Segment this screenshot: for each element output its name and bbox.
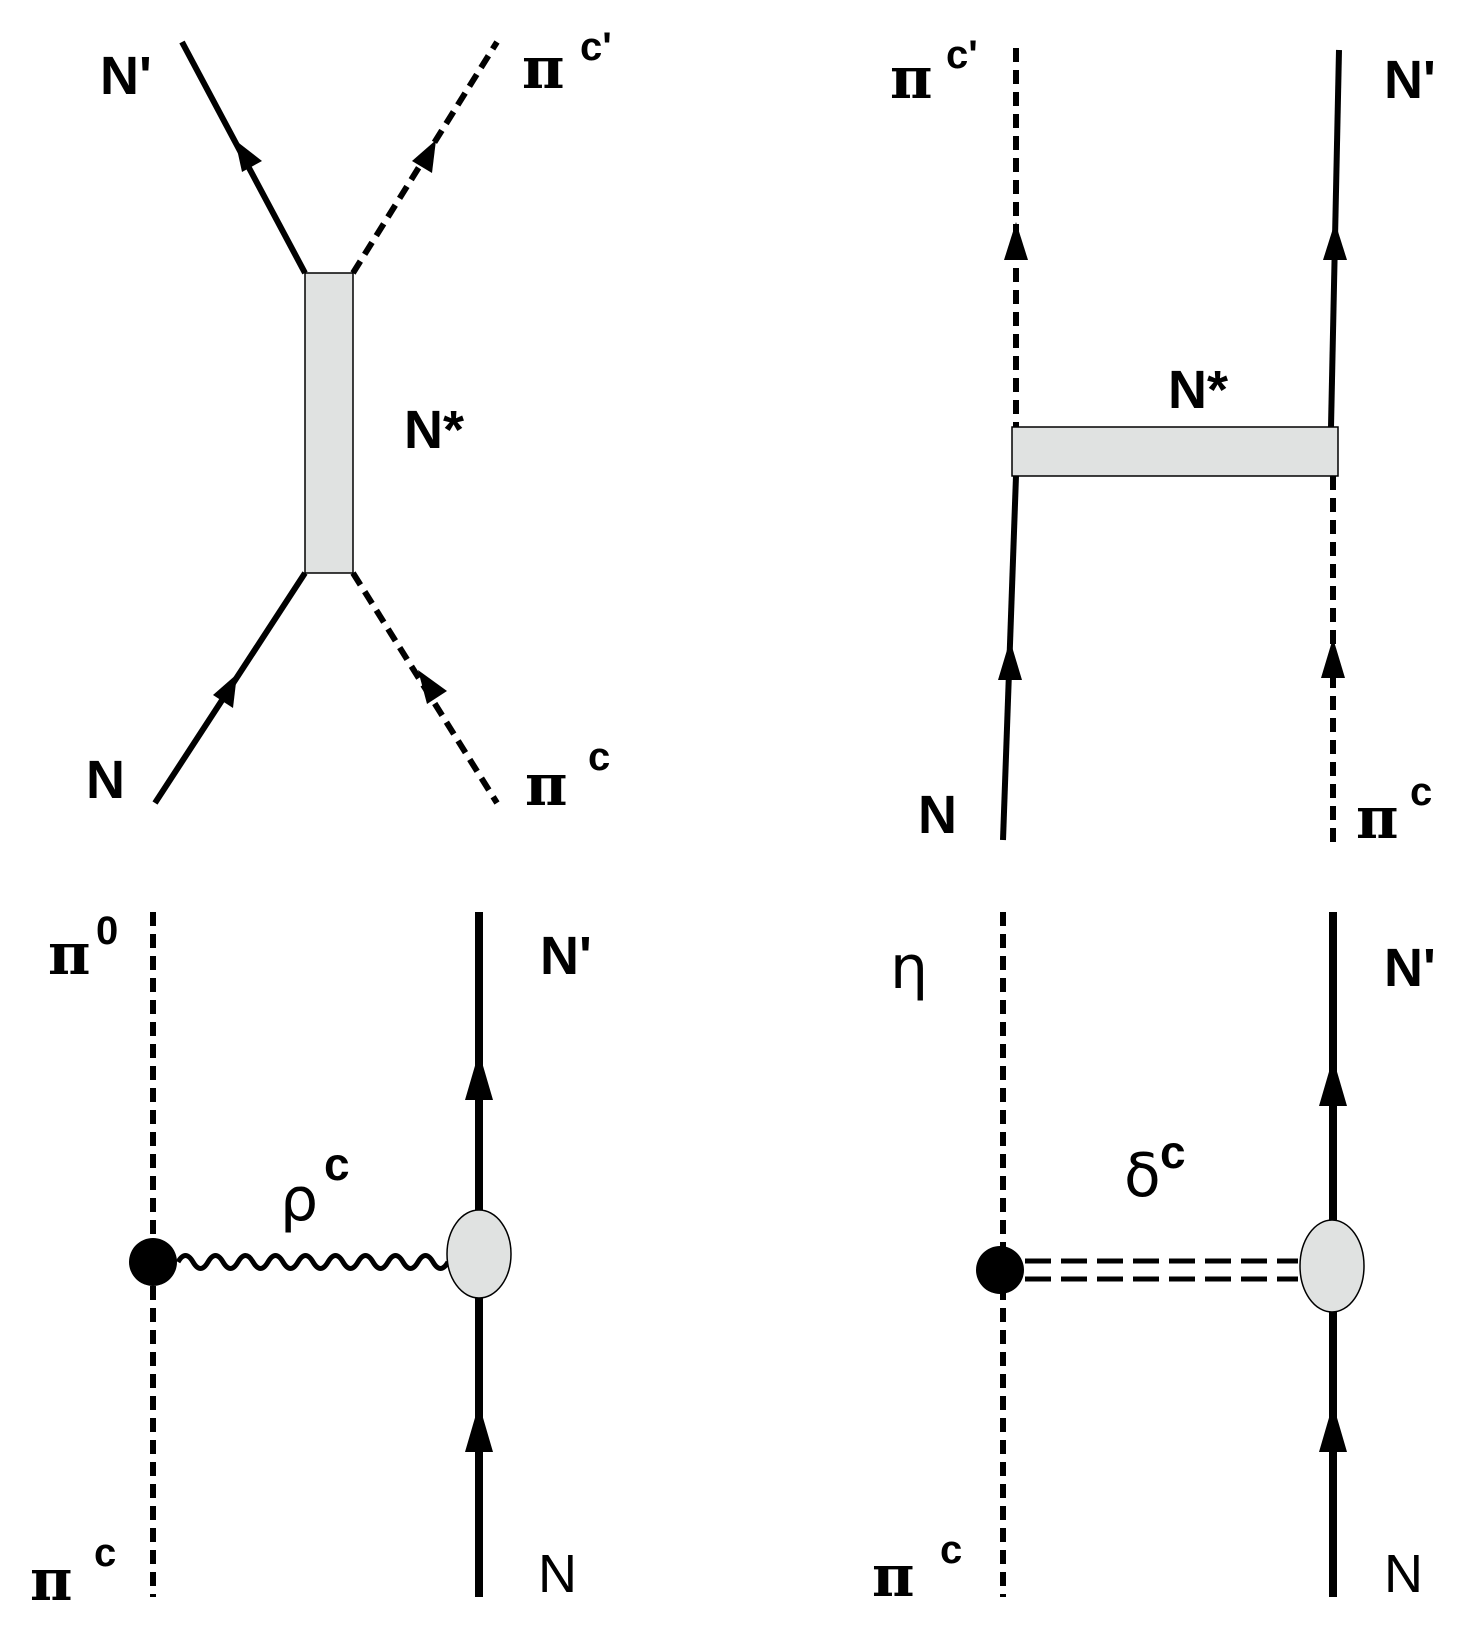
label-exchange-sup: c xyxy=(324,1138,350,1190)
label-meson-out-sup: 0 xyxy=(96,909,118,953)
nucleon-out-arrow xyxy=(465,1052,493,1100)
label-pion-in-sup: c xyxy=(94,1531,116,1575)
label-pion-in: π xyxy=(30,1546,72,1614)
label-resonance: N* xyxy=(1168,360,1228,420)
label-pion-out-sup: c' xyxy=(580,25,612,69)
nucleon-in-arrow xyxy=(465,1404,493,1452)
label-nucleon-in: N xyxy=(1384,1544,1423,1604)
label-pion-out: π xyxy=(890,44,932,112)
label-pion-out-sup: c' xyxy=(946,33,978,77)
diagram-top-left: N' π c' N* N π c xyxy=(86,25,612,819)
label-pion-in-sup: c xyxy=(940,1528,962,1572)
diagram-top-right: π c' N' N* N π c xyxy=(890,33,1436,852)
vertex-dot xyxy=(129,1238,177,1286)
rho-exchange-wavy-line xyxy=(175,1253,451,1271)
label-nucleon-in: N xyxy=(538,1544,577,1604)
label-pion-in-sup: c xyxy=(1410,770,1432,814)
nucleon-in-arrow xyxy=(998,640,1022,680)
nucleon-in-arrow xyxy=(1319,1404,1347,1452)
label-pion-in: π xyxy=(525,751,567,819)
label-resonance: N* xyxy=(404,400,464,460)
form-factor-blob xyxy=(1299,1219,1365,1313)
label-nucleon-out: N' xyxy=(1384,938,1436,998)
pion-out-arrow xyxy=(412,140,436,173)
label-pion-in: π xyxy=(1356,784,1398,852)
label-meson-out: η xyxy=(890,933,928,1003)
vertex-dot xyxy=(976,1246,1024,1294)
diagram-bottom-left: π 0 N' ρ c π c N xyxy=(30,909,592,1614)
label-nucleon-in: N xyxy=(86,750,125,810)
pion-in-arrow xyxy=(418,670,447,704)
pion-out-arrow xyxy=(1004,222,1028,260)
label-nucleon-out: N' xyxy=(1384,50,1436,110)
label-meson-out: π xyxy=(48,920,90,988)
label-exchange-sup: c xyxy=(1160,1126,1186,1178)
label-pion-in-sup: c xyxy=(588,735,610,779)
label-nucleon-out: N' xyxy=(540,926,592,986)
nucleon-out-arrow xyxy=(1319,1058,1347,1106)
label-exchange: δ xyxy=(1124,1141,1161,1211)
resonance-propagator xyxy=(304,272,354,574)
label-nucleon-out: N' xyxy=(100,46,152,106)
resonance-propagator xyxy=(1011,426,1339,477)
nucleon-in-arrow xyxy=(213,674,237,708)
label-pion-in: π xyxy=(872,1542,914,1610)
label-pion-out: π xyxy=(522,34,564,102)
label-nucleon-in: N xyxy=(918,785,957,845)
form-factor-blob xyxy=(446,1209,512,1299)
nucleon-out-arrow xyxy=(1323,222,1347,260)
pion-in-arrow xyxy=(1321,638,1345,678)
diagram-bottom-right: η N' δ c π c N xyxy=(872,912,1436,1610)
nucleon-out-arrow xyxy=(235,140,262,172)
label-exchange: ρ xyxy=(280,1165,318,1235)
